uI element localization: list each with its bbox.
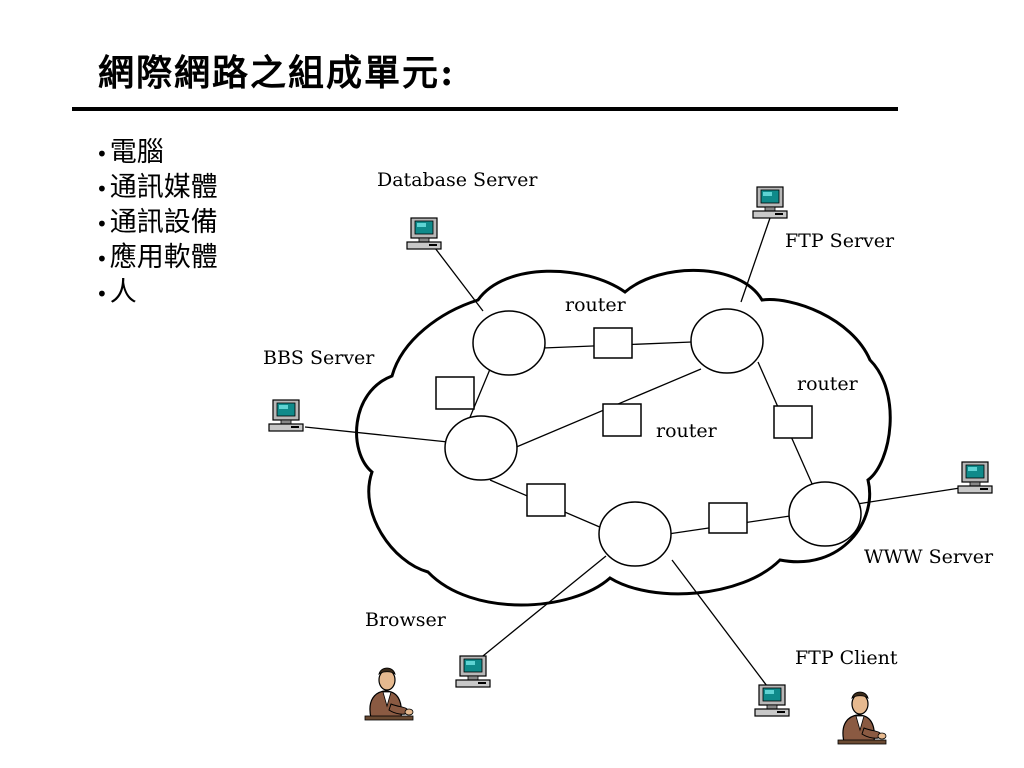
router-box bbox=[526, 483, 566, 517]
computer-icon bbox=[455, 655, 491, 688]
database-server-label: Database Server bbox=[377, 169, 538, 191]
list-item: 應用軟體 bbox=[96, 241, 218, 276]
router-node bbox=[598, 501, 672, 567]
component-list: 電腦 通訊媒體 通訊設備 應用軟體 人 bbox=[96, 136, 218, 311]
computer-icon bbox=[754, 684, 790, 717]
router-node bbox=[444, 415, 518, 481]
router-box bbox=[708, 502, 748, 534]
ftp-server-label: FTP Server bbox=[785, 230, 895, 252]
list-item: 電腦 bbox=[96, 136, 218, 171]
router-box bbox=[593, 327, 633, 359]
person-icon bbox=[837, 691, 887, 745]
router-label: router bbox=[565, 294, 627, 316]
router-label: router bbox=[656, 420, 718, 442]
router-box bbox=[773, 405, 813, 439]
browser-label: Browser bbox=[365, 609, 447, 631]
router-box bbox=[435, 376, 475, 410]
slide-title: 網際網路之組成單元: bbox=[98, 52, 456, 94]
list-item: 通訊媒體 bbox=[96, 171, 218, 206]
router-node bbox=[788, 481, 862, 547]
list-item: 通訊設備 bbox=[96, 206, 218, 241]
computer-icon bbox=[752, 186, 788, 219]
router-box bbox=[602, 403, 642, 437]
title-divider bbox=[72, 107, 898, 111]
router-node bbox=[690, 308, 764, 374]
router-node bbox=[472, 310, 546, 376]
www-server-label: WWW Server bbox=[864, 546, 994, 568]
computer-icon bbox=[957, 461, 993, 494]
router-label: router bbox=[797, 373, 859, 395]
list-item: 人 bbox=[96, 276, 218, 311]
computer-icon bbox=[406, 217, 442, 250]
computer-icon bbox=[268, 399, 304, 432]
ftp-client-label: FTP Client bbox=[795, 647, 898, 669]
person-icon bbox=[364, 667, 414, 721]
bbs-server-label: BBS Server bbox=[263, 347, 375, 369]
